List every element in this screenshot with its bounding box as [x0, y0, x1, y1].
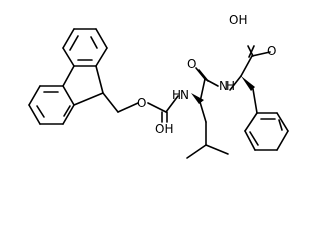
- carbamate-linker-bonds: [102, 92, 179, 123]
- phenylalanine-residue-bonds: [229, 45, 271, 114]
- amide-oxygen-label: O: [187, 57, 196, 71]
- carbamate-nitrogen-hydrogen-label: H: [172, 88, 181, 102]
- fluorene-five-membered-ring: [62, 65, 104, 106]
- phenyl-ring: [244, 112, 289, 151]
- fluorene-lower-benzene-ring: [28, 85, 75, 125]
- carbamate-hydroxyl-label: OH: [155, 122, 173, 136]
- carbamate-nitrogen-label: N: [180, 88, 189, 102]
- ester-oxygen-label: O: [137, 96, 146, 110]
- amide-nitrogen-label: N: [219, 79, 228, 93]
- acid-oxygen-label: O: [267, 44, 276, 58]
- leucine-residue-bonds: [186, 67, 229, 159]
- fluorene-upper-benzene-ring: [62, 28, 108, 67]
- amide-nitrogen-hydrogen-label: H: [226, 79, 235, 93]
- structure-diagram: O N H OH O N H OH O: [28, 13, 289, 159]
- phenylalanine-alpha-stereo-wedge: [241, 76, 255, 91]
- acid-hydroxyl-label: OH: [229, 13, 247, 27]
